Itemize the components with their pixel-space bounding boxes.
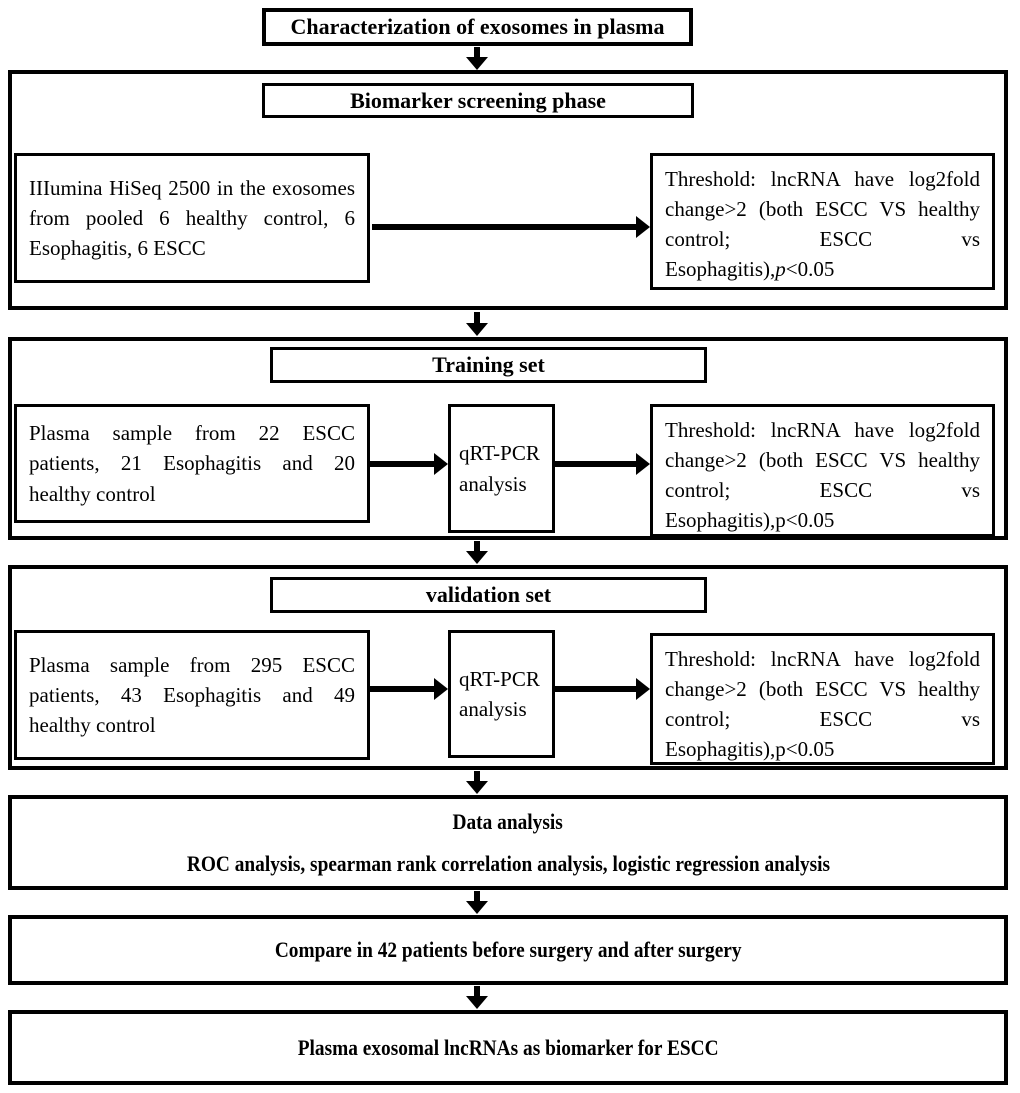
down-arrow-icon [466,312,488,336]
arrow-shaft [372,224,636,230]
screening-sample-box: IIIumina HiSeq 2500 in the exosomes from… [14,153,370,283]
arrow-shaft [474,541,480,551]
validation-threshold-text: Threshold: lncRNA have log2fold change>2… [653,636,992,772]
training-qrtpcr-text: qRT-PCR analysis [459,441,540,496]
training-section-container [8,337,1008,540]
training-threshold-text: Threshold: lncRNA have log2fold change>2… [653,407,992,543]
down-arrow-icon [466,541,488,564]
arrow-head [466,551,488,564]
arrow-head [466,323,488,336]
down-arrow-icon [466,986,488,1009]
arrow-shaft [474,986,480,996]
final-conclusion-label: Plasma exosomal lncRNAs as biomarker for… [297,1034,719,1060]
training-threshold-box: Threshold: lncRNA have log2fold change>2… [650,404,995,537]
validation-title-label: validation set [425,582,552,607]
arrow-head [466,57,488,70]
arrow-shaft [555,461,636,467]
validation-threshold-box: Threshold: lncRNA have log2fold change>2… [650,633,995,765]
threshold-after: <0.05 [785,257,835,282]
right-arrow-icon [555,453,650,475]
right-arrow-icon [372,216,650,238]
right-arrow-icon [370,453,448,475]
data-analysis-subtitle: ROC analysis, spearman rank correlation … [186,850,830,876]
compare-surgery-label: Compare in 42 patients before surgery an… [274,937,742,962]
threshold-before: Threshold: lncRNA have log2fold change>2… [665,167,980,282]
training-title-box: Training set [270,347,707,383]
right-arrow-icon [370,678,448,700]
arrow-head [434,678,448,700]
down-arrow-icon [466,771,488,794]
arrow-shaft [474,47,480,57]
screening-title-label: Biomarker screening phase [350,87,606,113]
screening-sample-text: IIIumina HiSeq 2500 in the exosomes from… [29,175,355,260]
arrow-head [636,453,650,475]
arrow-shaft [474,312,480,323]
validation-title-box: validation set [270,577,707,613]
final-conclusion-box: Plasma exosomal lncRNAs as biomarker for… [8,1010,1008,1085]
arrow-head [636,216,650,238]
compare-surgery-box: Compare in 42 patients before surgery an… [8,915,1008,985]
training-sample-text: Plasma sample from 22 ESCC patients, 21 … [29,421,355,506]
threshold-p: p [775,257,786,282]
validation-sample-box: Plasma sample from 295 ESCC patients, 43… [14,630,370,760]
down-arrow-icon [466,47,488,70]
screening-threshold-text: Threshold: lncRNA have log2fold change>2… [653,156,992,292]
training-title-label: Training set [432,352,545,377]
threshold-before: Threshold: lncRNA have log2fold change>2… [665,418,980,533]
arrow-shaft [474,771,480,781]
arrow-head [466,901,488,914]
validation-qrtpcr-text: qRT-PCR analysis [459,666,540,721]
validation-qrtpcr-box: qRT-PCR analysis [448,630,555,758]
training-qrtpcr-box: qRT-PCR analysis [448,404,555,533]
arrow-shaft [370,461,434,467]
threshold-p: p [775,508,786,533]
arrow-head [466,996,488,1009]
threshold-p: p [775,737,786,762]
arrow-shaft [555,686,636,692]
down-arrow-icon [466,891,488,914]
arrow-shaft [370,686,434,692]
characterization-box: Characterization of exosomes in plasma [262,8,693,46]
right-arrow-icon [555,678,650,700]
data-analysis-box: Data analysis ROC analysis, spearman ran… [8,795,1008,890]
threshold-after: <0.05 [785,737,835,762]
validation-section-container [8,565,1008,770]
screening-title-box: Biomarker screening phase [262,83,694,118]
threshold-before: Threshold: lncRNA have log2fold change>2… [665,647,980,762]
characterization-label: Characterization of exosomes in plasma [290,14,665,39]
data-analysis-title: Data analysis [452,808,564,834]
arrow-head [434,453,448,475]
screening-threshold-box: Threshold: lncRNA have log2fold change>2… [650,153,995,290]
arrow-head [466,781,488,794]
arrow-shaft [474,891,480,901]
arrow-head [636,678,650,700]
validation-sample-text: Plasma sample from 295 ESCC patients, 43… [29,652,355,737]
training-sample-box: Plasma sample from 22 ESCC patients, 21 … [14,404,370,523]
screening-section-container [8,70,1008,310]
threshold-after: <0.05 [785,508,835,533]
